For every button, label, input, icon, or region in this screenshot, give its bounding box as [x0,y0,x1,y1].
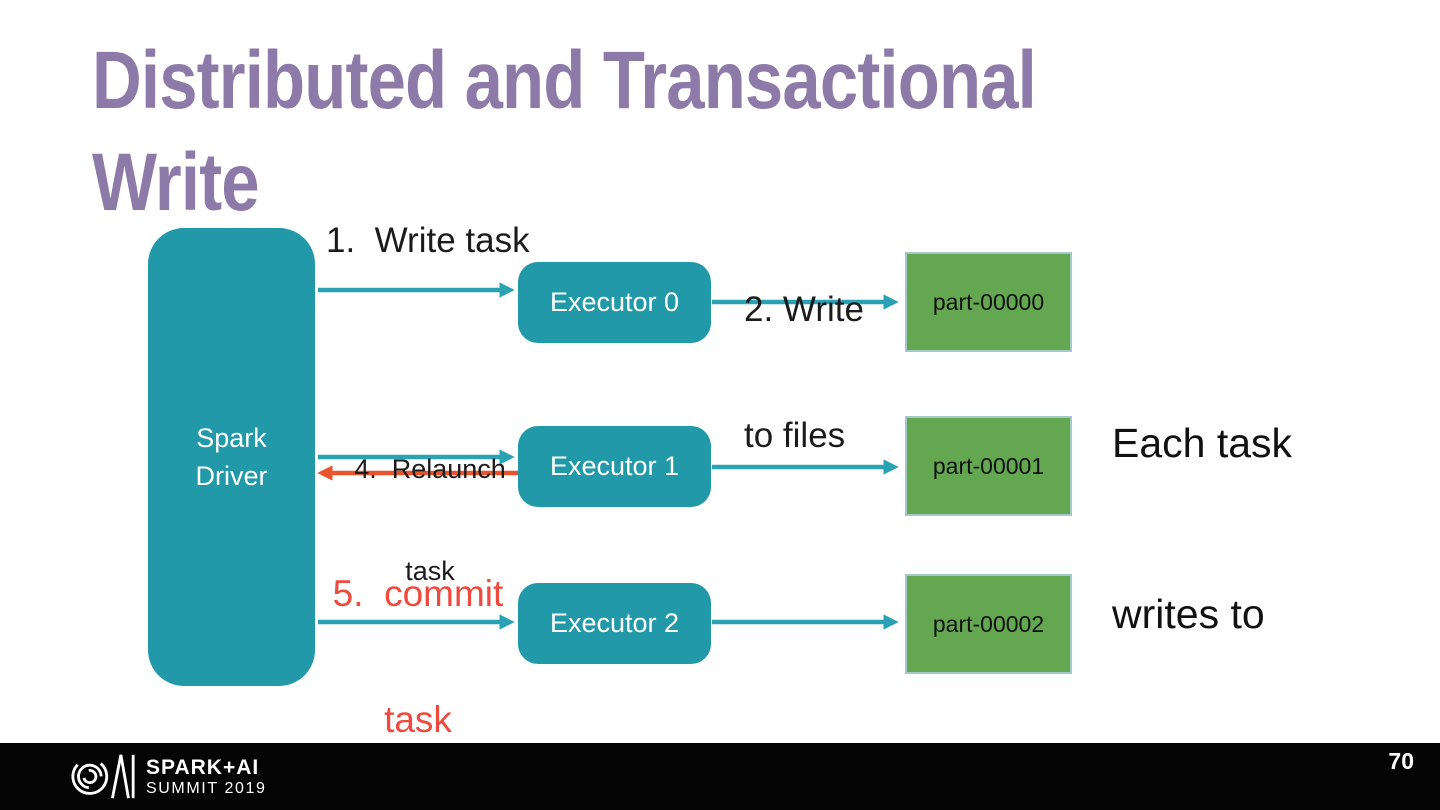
part-00002-box: part-00002 [905,574,1072,674]
side-note-line2: writes to [1112,591,1265,637]
annotation-relaunch-task-line1: 4. Relaunch [354,454,506,484]
part-00000-label: part-00000 [932,288,1045,315]
executor-0-label: Executor 0 [549,287,680,317]
annotation-write-to-files: 2. Write to files [744,205,864,541]
logo-title: SPARK+AI [146,755,260,779]
page-number: 70 [1388,748,1414,774]
part-00000-box: part-00000 [905,252,1072,352]
executor-2-label: Executor 2 [549,608,680,638]
annotation-write-to-files-line1: 2. Write [744,290,864,329]
executor-2-box: Executor 2 [518,583,711,664]
annotation-relaunch-task: 4. Relaunch task [340,384,520,656]
annotation-relaunch-task-line2: task [405,556,455,586]
page-title-line2: Write [92,137,260,228]
executor-1-label: Executor 1 [549,451,680,481]
annotation-write-task: 1. Write task [326,221,530,260]
executor-1-box: Executor 1 [518,426,711,507]
page-title: Distributed and Transactional Write [92,30,1037,234]
spark-driver-label-line1: Spark [196,423,267,453]
spark-driver-label-line2: Driver [195,461,268,491]
annotation-write-to-files-line2: to files [744,416,846,455]
spark-summit-logo-text: SPARK+AI SUMMIT 2019 [146,756,266,798]
side-note: Each task writes to different temporary … [1112,301,1297,810]
part-00001-label: part-00001 [932,452,1045,479]
spark-summit-logo-icon [71,754,135,799]
footer-bar: SPARK+AI SUMMIT 2019 70 [0,743,1440,810]
spark-driver-box: Spark Driver [148,228,315,686]
annotation-commit-task: 5. commit task [308,489,528,810]
part-00001-box: part-00001 [905,416,1072,516]
executor-0-box: Executor 0 [518,262,711,343]
spark-summit-logo: SPARK+AI SUMMIT 2019 [70,752,266,801]
part-00002-label: part-00002 [932,610,1045,637]
side-note-line1: Each task [1112,420,1293,466]
logo-subtitle: SUMMIT 2019 [146,779,267,797]
page-title-line1: Distributed and Transactional [92,35,1037,126]
annotation-commit-task-line2: task [384,699,452,740]
annotation-commit-task-line1: 5. commit [332,573,504,614]
